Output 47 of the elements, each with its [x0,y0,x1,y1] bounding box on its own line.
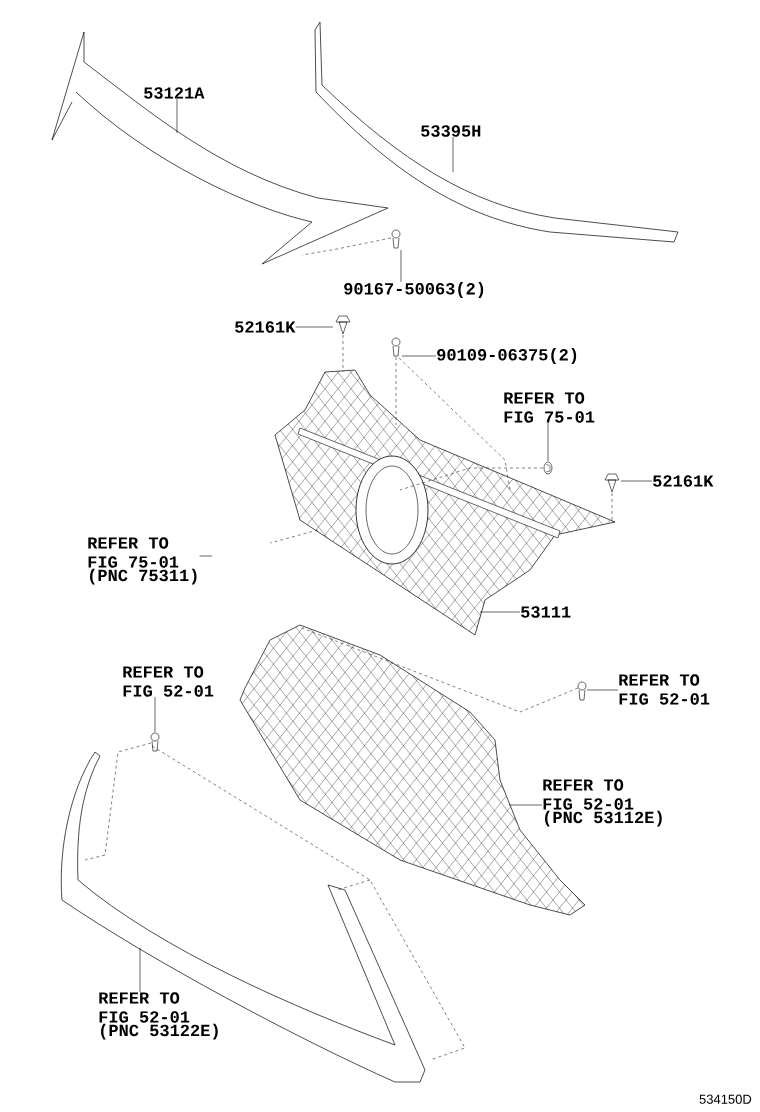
assembly-line [398,357,511,491]
assembly-line [399,467,544,491]
bolt-drawing [391,337,401,357]
assembly-line [342,334,344,373]
assembly-line [301,237,392,256]
assembly-line [84,742,152,861]
callout-text: REFER TO FIG 52-01 [619,674,710,705]
molding-drawing [314,21,679,243]
leader-line [508,804,543,806]
molding-drawing [60,751,426,1083]
bolt-drawing [391,229,401,249]
leader-line [154,696,156,733]
grille-drawing [274,369,616,636]
leader-line [547,422,549,462]
callout-text: 90167-50063(2) [344,282,484,298]
bolt-drawing [150,732,160,752]
callout-text: REFER TO FIG 52-01 (PNC 53112E) [543,779,662,827]
callout-text: 52161K [653,475,714,487]
callout-text: REFER TO FIG 52-01 (PNC 53122E) [99,992,218,1040]
callout-text: 90109-06375(2) [437,348,577,364]
clip-drawing [335,315,351,335]
leader-line [176,98,178,134]
leader-line [479,611,521,613]
callout-text: REFER TO FIG 75-01 [504,392,595,423]
assembly-line [301,627,579,713]
callout-text: 53111 [521,606,571,618]
clip-drawing [604,473,620,493]
molding-drawing [51,31,389,265]
callout-text: 53395H [421,125,481,137]
bolt-drawing [577,681,587,701]
leader-line [401,355,437,357]
leader-line [586,689,619,691]
assembly-line [395,356,397,426]
leader-line [199,555,213,557]
assembly-line [269,529,319,544]
leader-line [400,249,402,283]
callout-text: REFER TO FIG 52-01 [123,666,214,697]
nut-drawing [543,461,553,475]
leader-line [139,947,141,993]
leader-line [452,136,454,173]
leader-line [620,480,653,482]
drawing-number: 534150D [699,1094,752,1104]
callout-text: 52161K [235,321,296,333]
callout-text: REFER TO FIG 75-01 (PNC 75311) [88,537,197,585]
leader-line [295,326,334,328]
assembly-line [151,745,466,1061]
assembly-line [611,492,613,521]
